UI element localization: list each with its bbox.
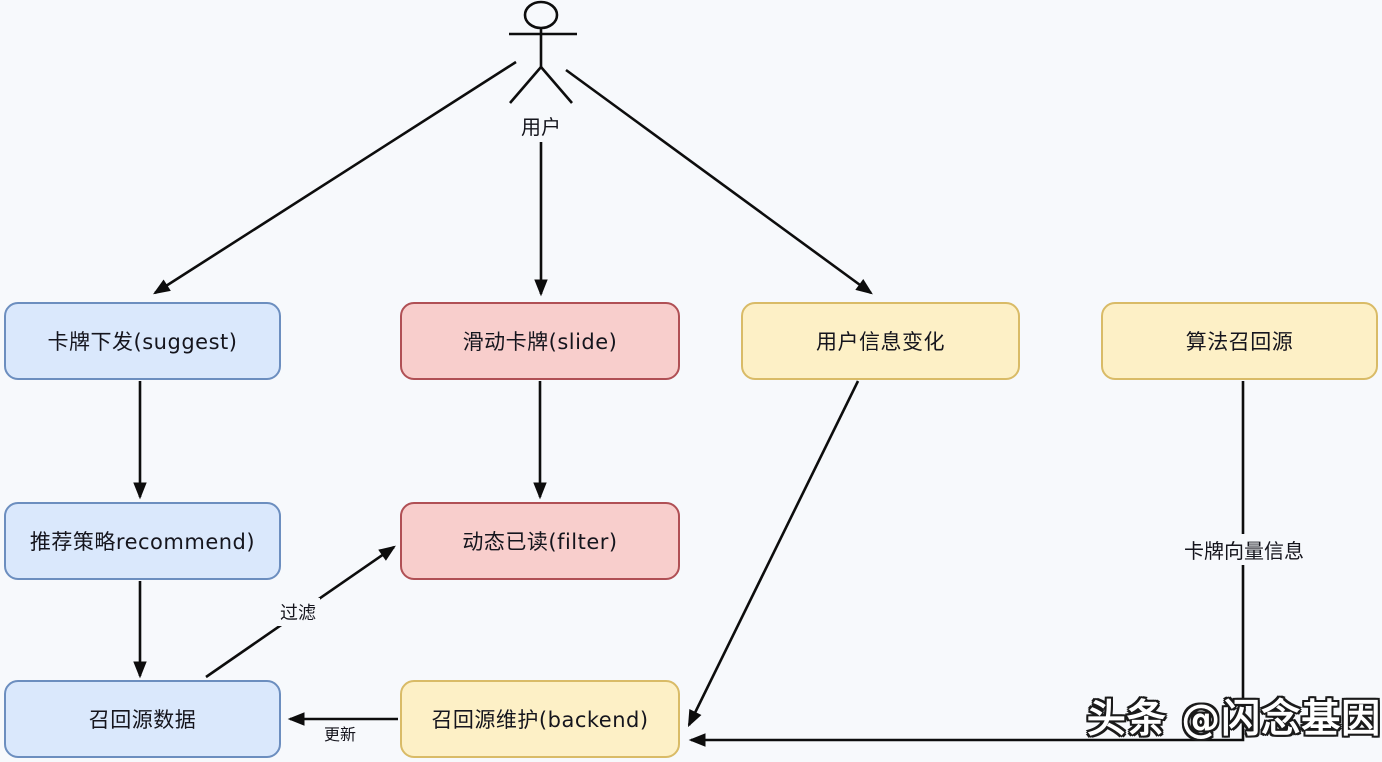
node-recall-source-data: 召回源数据 [4,680,281,758]
actor-person-icon [509,0,577,104]
node-recall-source-backend: 召回源维护(backend) [400,680,680,758]
node-card-suggest: 卡牌下发(suggest) [4,302,281,380]
node-dynamic-read-filter: 动态已读(filter) [400,502,680,580]
edge-label-card-vector: 卡牌向量信息 [1180,534,1308,565]
edge-algo-source-to-backend [688,381,1245,747]
actor-label: 用户 [521,115,561,139]
edge-user-info-to-backend [687,380,860,728]
edge-label-update: 更新 [324,725,357,744]
node-user-info-change: 用户信息变化 [741,302,1020,380]
node-algo-recall-source: 算法召回源 [1101,302,1378,380]
node-slide-card: 滑动卡牌(slide) [400,302,680,380]
node-recommend-strategy: 推荐策略recommend) [4,502,281,580]
watermark-text: 头条 @闪念基因 [1086,697,1382,742]
edge-label-filter: 过滤 [276,598,320,626]
edge-user-to-card-suggest [153,60,517,295]
edge-user-to-user-info-change [565,68,873,295]
